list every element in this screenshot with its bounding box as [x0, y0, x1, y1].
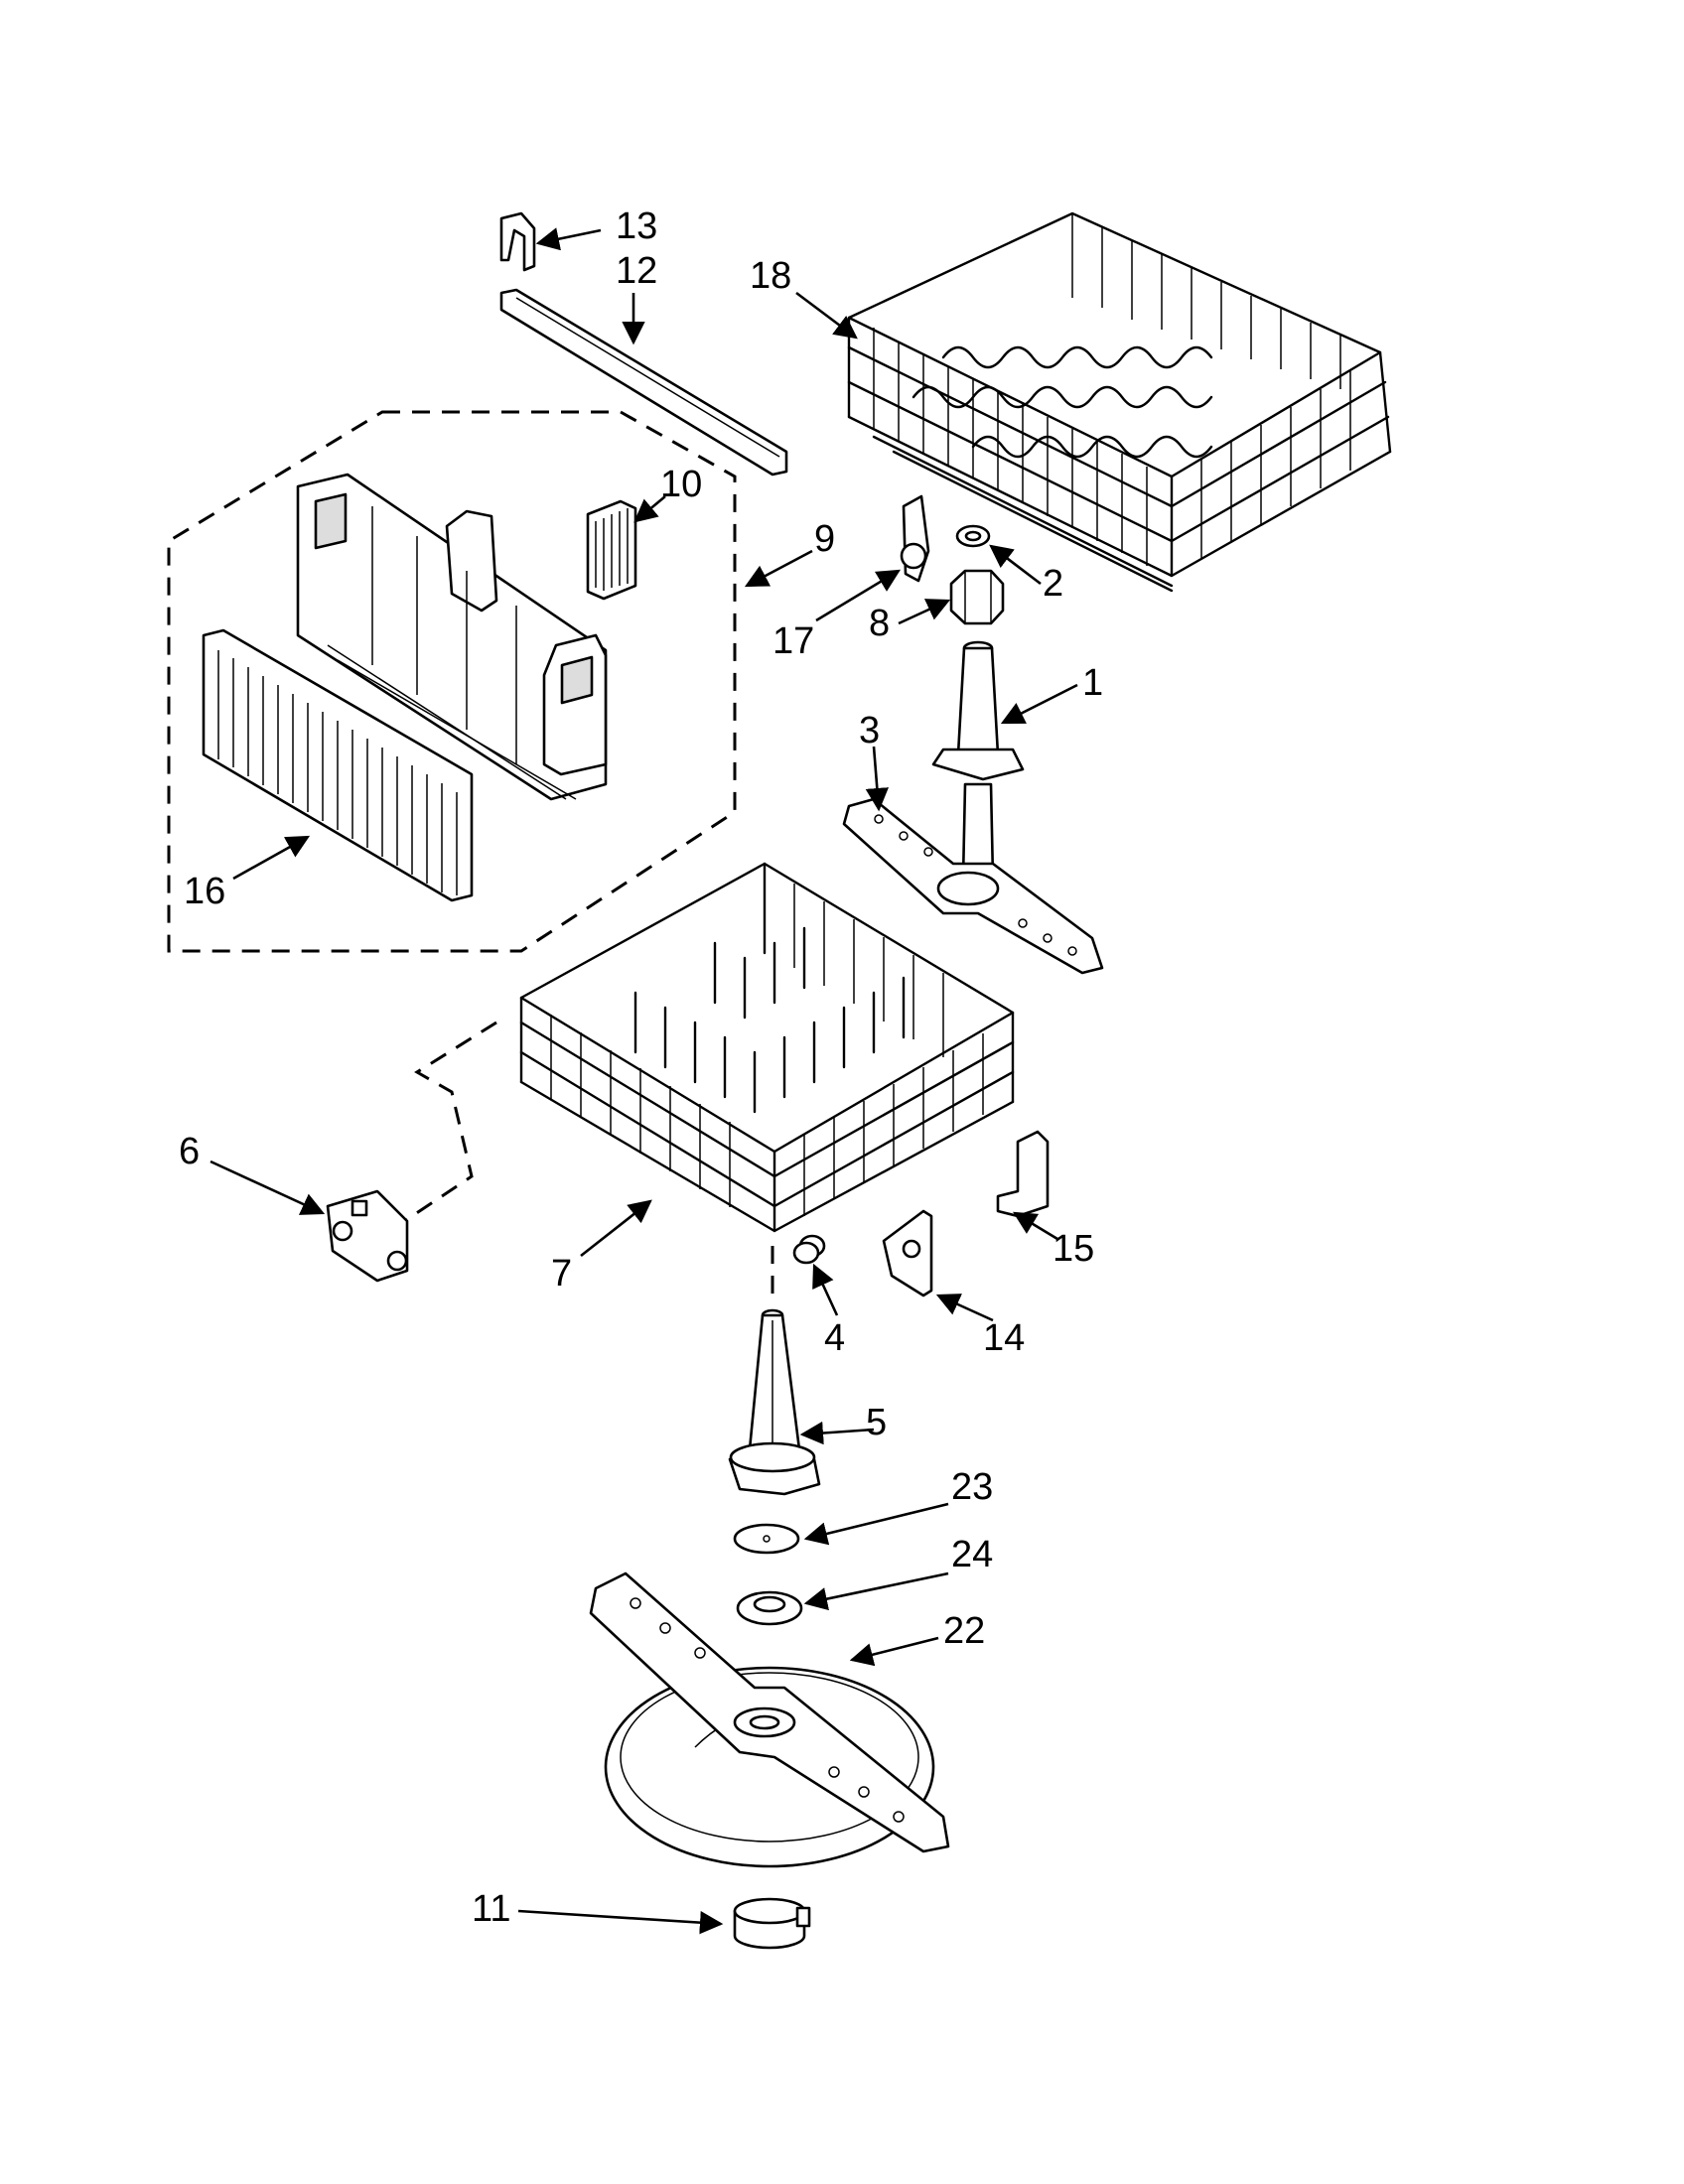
part-12-rail	[499, 288, 788, 477]
part-13-clip	[499, 211, 536, 272]
callout-6: 6	[179, 1131, 200, 1172]
callout-10: 10	[660, 464, 702, 505]
part-14-bracket	[882, 1209, 933, 1297]
callout-12: 12	[616, 250, 657, 292]
part-7-lower-rack	[396, 862, 1015, 1233]
part-2-washer	[955, 524, 991, 548]
callout-15: 15	[1052, 1228, 1094, 1270]
part-9-basket-assembly-outline	[167, 410, 737, 953]
callout-13: 13	[616, 205, 657, 247]
part-9-silverware-basket	[296, 473, 608, 801]
callout-labels: 13 12 18 10 9 2 17 8 1 3 16 6 7 4 14 15 …	[179, 205, 1103, 1930]
part-4-bushing	[792, 1234, 826, 1265]
callout-8: 8	[869, 603, 890, 644]
callout-9: 9	[814, 518, 835, 560]
part-22-lower-spray-arm-manifold	[589, 1571, 950, 1868]
callout-18: 18	[750, 255, 791, 297]
callout-11: 11	[472, 1888, 510, 1930]
part-18-upper-rack	[847, 211, 1392, 593]
callout-2: 2	[1043, 563, 1063, 605]
callout-22: 22	[943, 1610, 985, 1652]
part-23-washer	[733, 1523, 800, 1555]
callout-24: 24	[951, 1534, 993, 1575]
callout-23: 23	[951, 1466, 993, 1508]
part-17-bracket	[900, 494, 930, 583]
part-5-lower-spray-tube	[728, 1308, 821, 1496]
callout-7: 7	[551, 1253, 572, 1295]
part-24-seal	[736, 1590, 803, 1626]
callout-4: 4	[824, 1317, 845, 1359]
part-11-ring	[733, 1897, 811, 1950]
part-1-spray-tube	[931, 640, 1025, 881]
part-6-rack-roller	[326, 1189, 409, 1283]
callout-17: 17	[772, 620, 814, 662]
part-10-insert	[586, 499, 637, 601]
callout-5: 5	[866, 1402, 887, 1443]
callout-14: 14	[983, 1317, 1025, 1359]
part-3-upper-spray-arm	[842, 797, 1104, 975]
part-8-nut	[949, 569, 1005, 625]
callout-1: 1	[1082, 662, 1103, 704]
callout-16: 16	[184, 871, 225, 912]
part-15-clip	[996, 1130, 1050, 1218]
callout-leaders	[210, 227, 1078, 1935]
callout-3: 3	[859, 710, 880, 751]
part-16-basket-cover	[202, 628, 474, 902]
